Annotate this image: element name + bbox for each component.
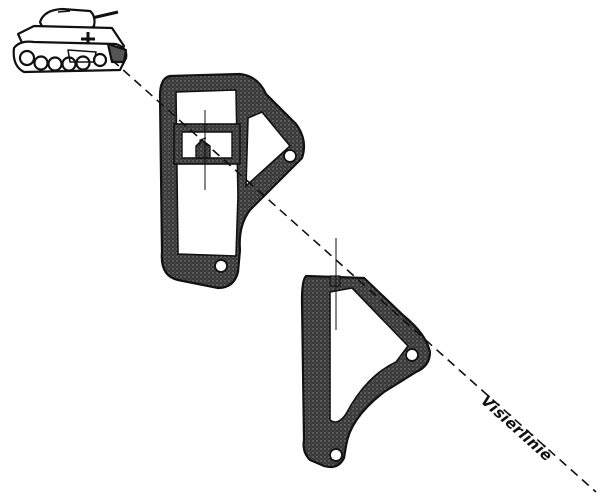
rear-sight-plate: [158, 72, 306, 290]
front-sight-plate: [300, 238, 432, 469]
sight-line: [111, 59, 597, 493]
sight-line-label: Visierlinie: [477, 392, 556, 466]
tank-icon: [12, 7, 128, 74]
